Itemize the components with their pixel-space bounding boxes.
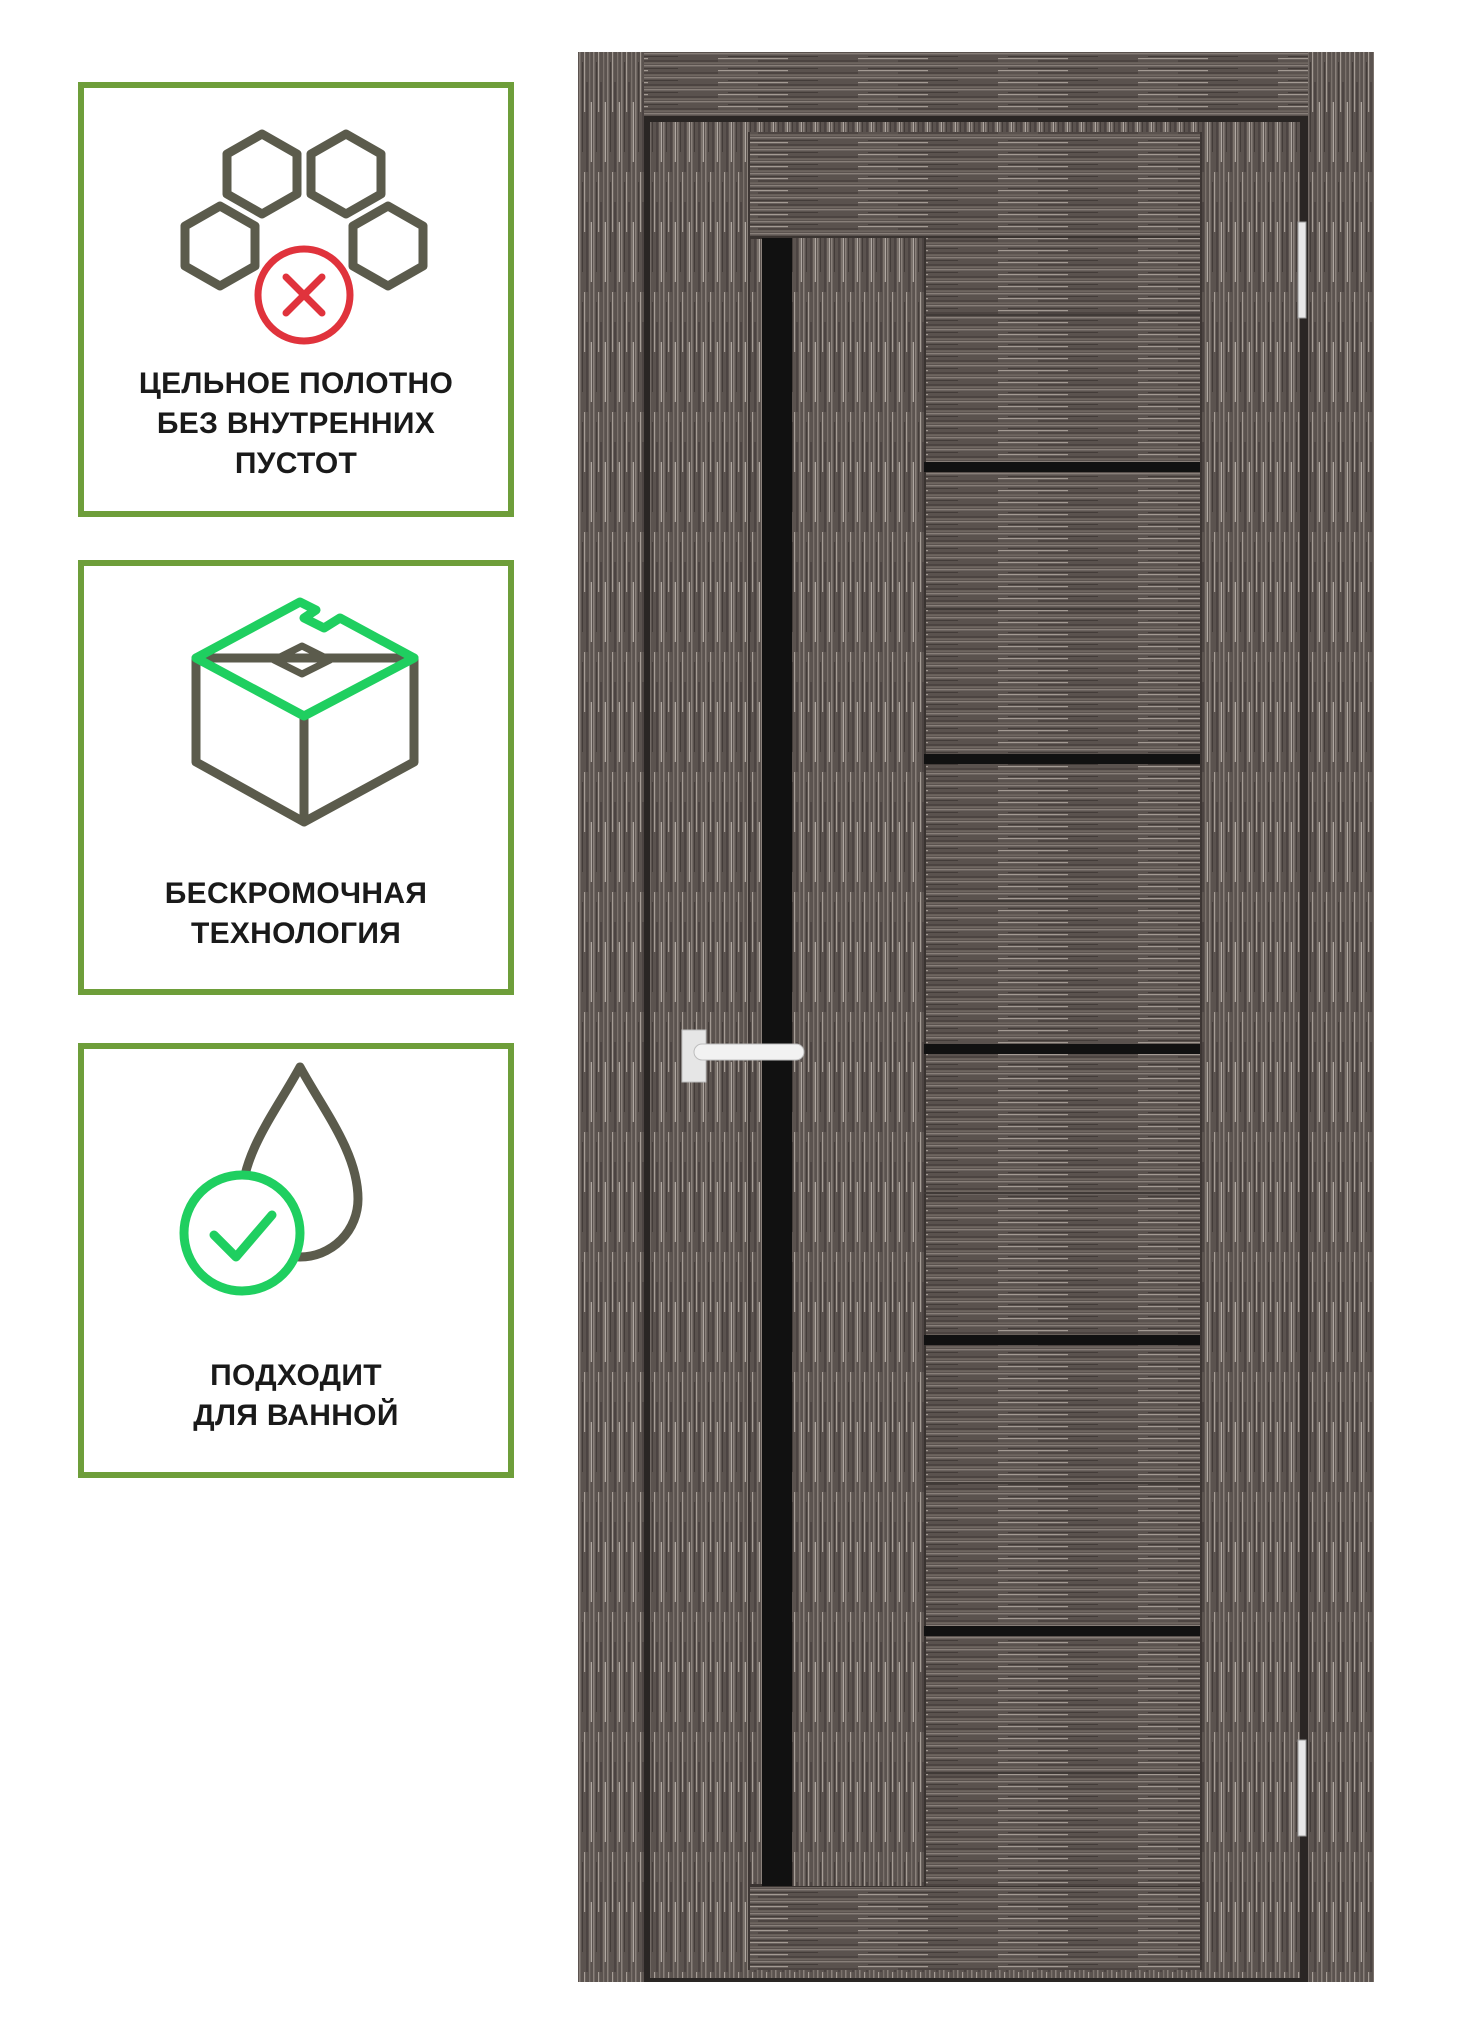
feature-text: ПОДХОДИТ ДЛЯ ВАННОЙ — [84, 1356, 508, 1436]
feature-line: БЕСКРОМОЧНАЯ — [164, 877, 428, 910]
feature-line: ДЛЯ ВАННОЙ — [193, 1399, 399, 1432]
edgeless-cube-icon — [191, 597, 419, 827]
water-drop-check-icon — [179, 1062, 363, 1296]
feature-card-solid-panel: ЦЕЛЬНОЕ ПОЛОТНО БЕЗ ВНУТРЕННИХ ПУСТОТ — [78, 82, 514, 517]
feature-line: БЕЗ ВНУТРЕННИХ — [156, 407, 436, 440]
feature-card-bathroom: ПОДХОДИТ ДЛЯ ВАННОЙ — [78, 1043, 514, 1478]
feature-text: БЕСКРОМОЧНАЯ ТЕХНОЛОГИЯ — [84, 874, 508, 954]
feature-line: ЦЕЛЬНОЕ ПОЛОТНО — [138, 367, 454, 400]
door-image — [578, 52, 1374, 1987]
feature-text: ЦЕЛЬНОЕ ПОЛОТНО БЕЗ ВНУТРЕННИХ ПУСТОТ — [84, 364, 508, 484]
feature-line: ПОДХОДИТ — [210, 1359, 382, 1392]
honeycomb-cross-icon — [180, 129, 428, 345]
interior-door — [578, 52, 1374, 1982]
door-handle — [681, 1029, 805, 1083]
feature-card-edgeless: БЕСКРОМОЧНАЯ ТЕХНОЛОГИЯ — [78, 560, 514, 995]
feature-line: ТЕХНОЛОГИЯ — [190, 917, 402, 950]
feature-line: ПУСТОТ — [234, 447, 358, 480]
